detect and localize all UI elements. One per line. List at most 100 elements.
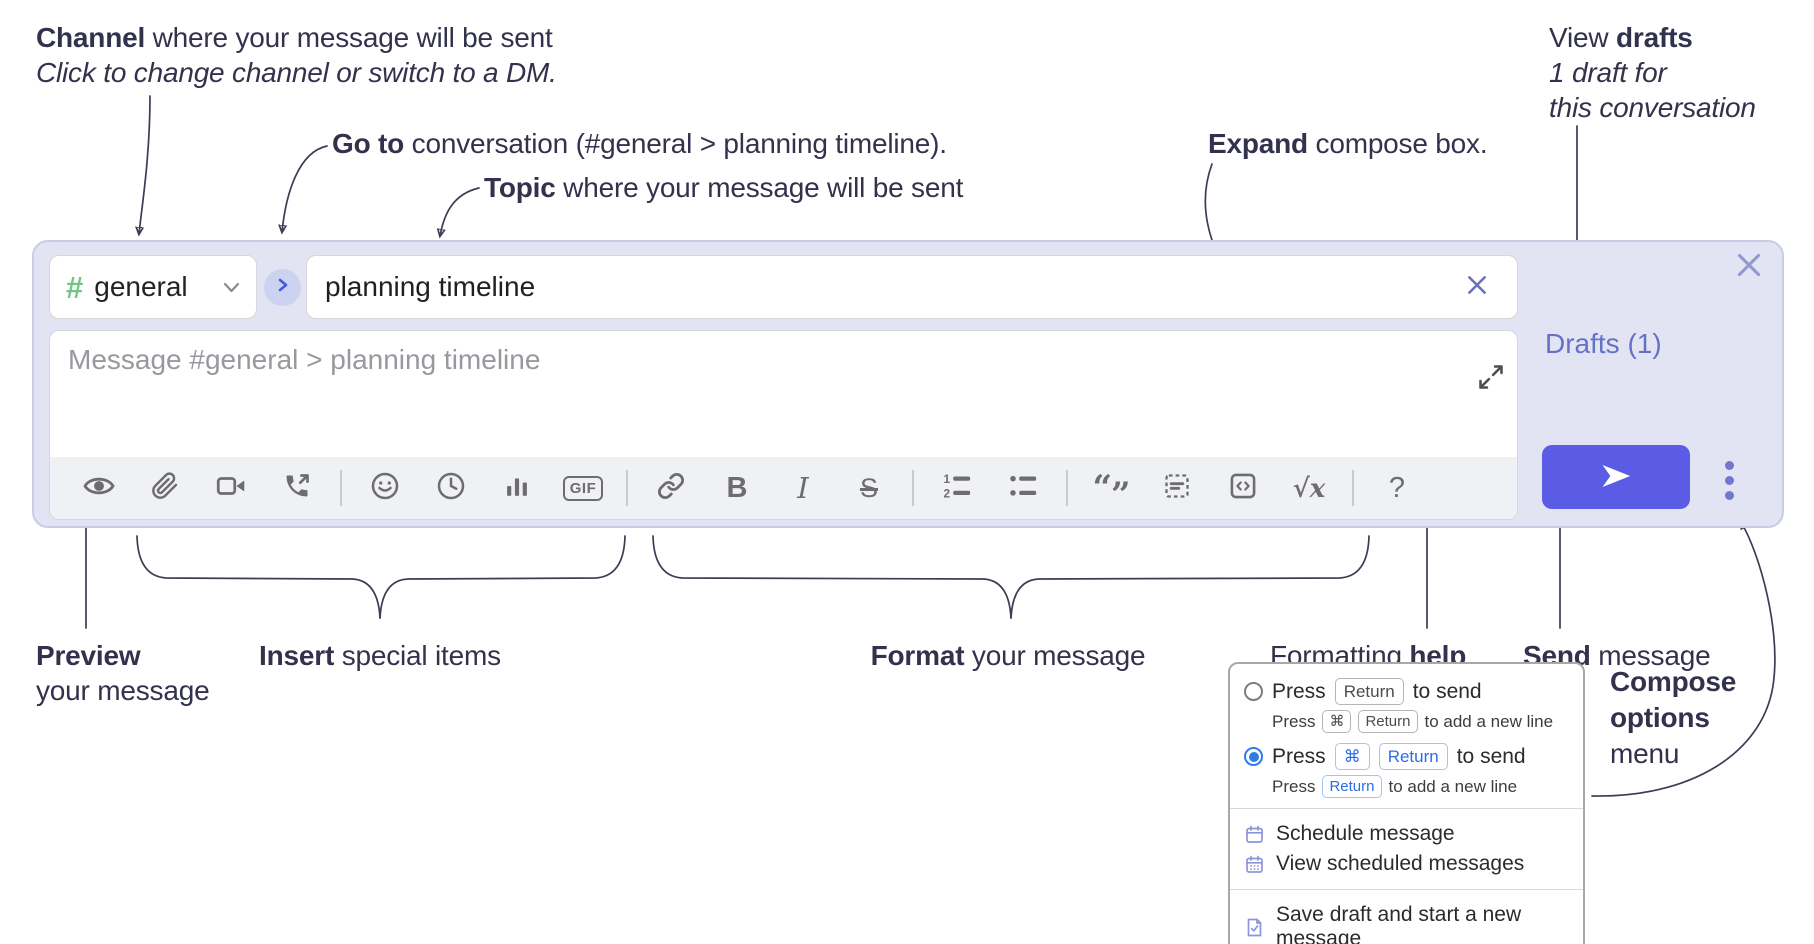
menu-divider [1230,808,1583,809]
eye-icon [83,470,115,507]
format-brace [1010,535,1370,619]
channel-selector[interactable]: # general [49,255,257,319]
spoiler-button[interactable] [1157,465,1197,511]
calendar-icon [1244,824,1265,845]
menu-item-schedule-message[interactable]: Schedule message [1244,819,1569,849]
chevron-right-icon [275,277,291,298]
menu-item-view-scheduled[interactable]: View scheduled messages [1244,849,1569,879]
paperclip-icon [151,471,179,505]
quote-icon: “” [1092,468,1130,515]
insert-note: Insert special items [259,640,501,671]
compose-toolbar: GIF B I S [50,457,1517,519]
toolbar-divider [340,470,342,506]
question-mark-icon: ? [1388,471,1406,504]
strikethrough-button[interactable]: S [849,465,889,511]
topic-arrow [440,187,480,236]
time-button[interactable] [431,465,471,511]
radio-selected[interactable] [1244,747,1263,766]
cmd-key: ⌘ [1334,743,1370,770]
close-icon [1735,251,1763,284]
emoji-button[interactable] [365,465,405,511]
expand-icon [1477,365,1505,395]
insert-brace [379,535,626,619]
format-note: Format your message [870,640,1146,671]
link-button[interactable] [651,465,691,511]
channel-name: general [94,271,188,302]
attach-file-button[interactable] [145,465,185,511]
preview-note: Preview your message [36,640,210,706]
goto-note: Go to conversation (#general > planning … [332,128,947,159]
expand-compose-button[interactable] [1477,363,1505,391]
quote-button[interactable]: “” [1091,465,1131,515]
kebab-dot [1724,490,1734,500]
chevron-down-icon [223,281,240,294]
cmd-enter-sends-subtext: Press Return to add a new line [1272,775,1569,798]
cmd-key: ⌘ [1322,710,1352,733]
audio-call-button[interactable] [277,465,317,511]
format-brace [652,535,1012,619]
latex-icon: √x [1292,473,1326,504]
topic-input[interactable] [306,255,1518,319]
channel-arrow [139,95,151,234]
kebab-dot [1724,460,1734,470]
return-key: Return [1322,775,1382,798]
bulleted-list-icon [1008,471,1038,506]
compose-options-note: Compose options menu [1610,666,1737,769]
toolbar-divider [626,470,628,506]
goto-arrow [282,145,328,232]
math-button[interactable]: √x [1289,465,1329,511]
toolbar-divider [1066,470,1068,506]
spoiler-icon [1163,472,1191,505]
compose-box: # general [32,240,1784,528]
message-input[interactable] [50,331,1517,457]
drafts-note: View drafts 1 draft for this conversatio… [1549,22,1756,123]
toolbar-divider [1352,470,1354,506]
radio-unselected[interactable] [1244,682,1263,701]
compose-options-menu-button[interactable] [1712,458,1746,502]
message-area: GIF B I S [49,330,1518,520]
channel-note: Channel where your message will be sent … [36,22,557,88]
gif-icon: GIF [562,475,604,501]
poll-button[interactable] [497,465,537,511]
link-icon [657,472,685,505]
gif-button[interactable]: GIF [562,465,604,511]
expand-note: Expand compose box. [1208,128,1488,159]
bold-button[interactable]: B [717,465,757,511]
cmd-enter-sends-option[interactable]: Press ⌘ Return to send [1244,743,1569,770]
compose-options-popup: Press Return to send Press ⌘ Return to a… [1228,662,1585,944]
document-check-icon [1244,917,1265,938]
bold-icon: B [726,471,748,504]
return-key: Return [1358,710,1418,733]
go-to-conversation-button[interactable] [264,269,301,306]
menu-item-save-draft[interactable]: Save draft and start a new message [1244,900,1569,944]
enter-sends-option[interactable]: Press Return to send [1244,678,1569,705]
topic-note: Topic where your message will be sent [484,172,964,203]
phone-outgoing-icon [283,472,311,505]
svg-text:2: 2 [944,486,951,500]
italic-button[interactable]: I [783,465,823,511]
bar-chart-icon [503,472,531,505]
drafts-link[interactable]: Drafts (1) [1545,328,1662,359]
toolbar-divider [912,470,914,506]
video-camera-icon [216,471,246,506]
insert-brace [136,535,381,619]
code-icon [1229,472,1257,505]
calendar-days-icon [1244,854,1265,875]
video-call-button[interactable] [211,465,251,511]
enter-sends-subtext: Press ⌘ Return to add a new line [1272,710,1569,733]
smiley-icon [370,471,400,506]
kebab-dot [1724,475,1734,485]
strikethrough-icon: S [859,472,878,503]
paper-plane-icon [1599,459,1633,496]
close-compose-button[interactable] [1734,252,1764,282]
code-button[interactable] [1223,465,1263,511]
return-key: Return [1378,743,1448,770]
bulleted-list-button[interactable] [1003,465,1043,511]
formatting-help-button[interactable]: ? [1377,465,1417,511]
send-button[interactable] [1542,445,1690,509]
preview-button[interactable] [79,465,119,511]
topic-clear-button[interactable] [1462,272,1492,302]
channel-hash-icon: # [66,269,84,305]
